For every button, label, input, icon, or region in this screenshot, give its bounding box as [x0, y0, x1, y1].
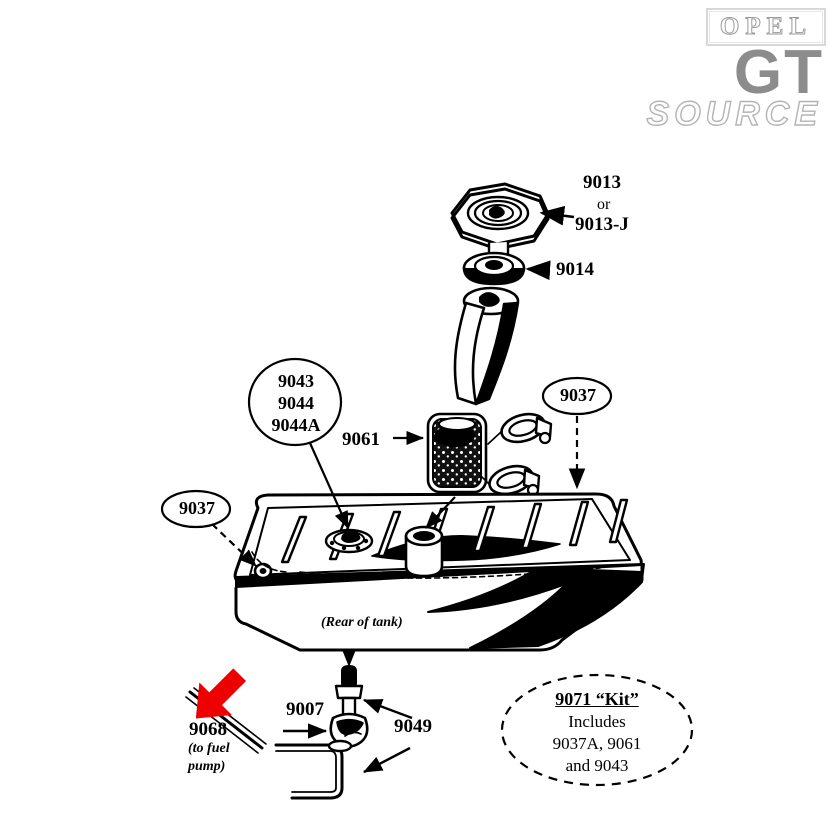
label-9068-note-2: pump) — [188, 759, 226, 774]
leader-9049-upper — [362, 698, 413, 720]
label-9014: 9014 — [556, 259, 594, 280]
label-9007: 9007 — [286, 699, 324, 720]
filler-neck-art — [453, 286, 520, 406]
opel-wordmark: OPEL — [719, 13, 812, 40]
gt-wordmark: GT — [733, 38, 824, 107]
label-9037-left: 9037 — [179, 498, 215, 518]
callout-oval-clamp-left — [160, 489, 232, 529]
red-highlight-arrow — [195, 668, 247, 719]
cap-gasket-art — [462, 251, 526, 286]
leader-collar — [425, 496, 456, 529]
brand-logo: OPEL GT SOURCE — [626, 8, 826, 133]
leader-sender — [308, 442, 350, 530]
tank-grommet-art — [253, 562, 273, 580]
hose-clamp-lower-art — [488, 464, 541, 497]
label-rear-of-tank: (Rear of tank) — [321, 615, 403, 630]
tank-fitting-art — [334, 651, 364, 718]
label-9049: 9049 — [394, 716, 432, 737]
source-wordmark: SOURCE — [646, 94, 822, 133]
kit-parts-2: and 9043 — [565, 755, 629, 775]
kit-includes: Includes — [568, 712, 626, 732]
leader-9014 — [525, 260, 551, 281]
hose-clamp-upper-art — [500, 412, 553, 445]
label-9068-note-1: (to fuel — [188, 741, 230, 756]
gas-cap-art — [450, 182, 550, 259]
leader-9049-lower — [362, 746, 411, 774]
leader-9013 — [539, 205, 575, 226]
kit-title: 9071 “Kit” — [555, 689, 639, 709]
kit-callout: 9071 “Kit” Includes 9037A, 9061 and 9043 — [512, 688, 682, 776]
callout-oval-sender — [247, 357, 343, 447]
fuel-filter-art — [426, 412, 488, 494]
label-9044a: 9044A — [271, 414, 321, 435]
label-9068: 9068 — [189, 719, 227, 740]
leader-9037-left — [211, 523, 257, 567]
kit-parts-1: 9037A, 9061 — [552, 733, 642, 753]
filler-collar-art — [404, 525, 444, 578]
bent-tube-art — [274, 739, 353, 800]
label-9037-right: 9037 — [560, 385, 596, 405]
label-9013: 9013 — [583, 172, 621, 193]
callout-sender-numbers: 9043 9044 9044A — [250, 371, 342, 437]
label-9044: 9044 — [278, 392, 314, 413]
label-9013-j: 9013-J — [575, 214, 629, 235]
label-9013-or: or — [597, 196, 611, 213]
sender-flange-art — [324, 528, 374, 554]
opel-wordmark-box: OPEL — [705, 8, 826, 46]
fuel-tank-art — [233, 492, 645, 652]
label-9061: 9061 — [342, 429, 380, 450]
callout-oval-clamp-right — [541, 376, 613, 416]
label-9043: 9043 — [278, 371, 314, 391]
callout-oval-kit — [500, 673, 694, 787]
inline-filter-art — [329, 712, 369, 748]
